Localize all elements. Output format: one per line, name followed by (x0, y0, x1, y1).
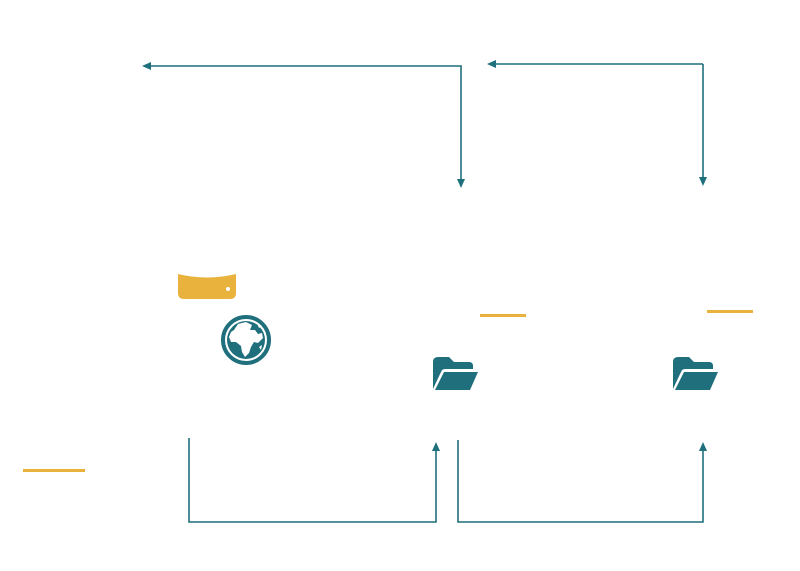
arrowhead-left (142, 62, 151, 70)
connector-bottom-right (457, 440, 707, 523)
folder-open-icon (433, 357, 478, 390)
folder-open-icon (673, 357, 718, 390)
connector-bottom-left (188, 438, 440, 523)
connector-bottom-left-line (188, 438, 437, 523)
arrowhead-up (699, 442, 707, 451)
database-icon (178, 274, 236, 299)
accent-bar-left (23, 469, 85, 472)
arrowhead-left (487, 60, 496, 68)
accent-bar-right (707, 310, 753, 313)
connector-bottom-right-line (457, 440, 704, 523)
arrowhead-down (699, 177, 707, 186)
arrowhead-up (432, 442, 440, 451)
arrowhead-down (457, 179, 465, 188)
globe-icon (221, 315, 271, 365)
connector-top-left-line (150, 65, 462, 67)
connector-top-left (142, 62, 465, 188)
connector-top-right (487, 60, 707, 186)
accent-bar-middle (480, 314, 526, 317)
